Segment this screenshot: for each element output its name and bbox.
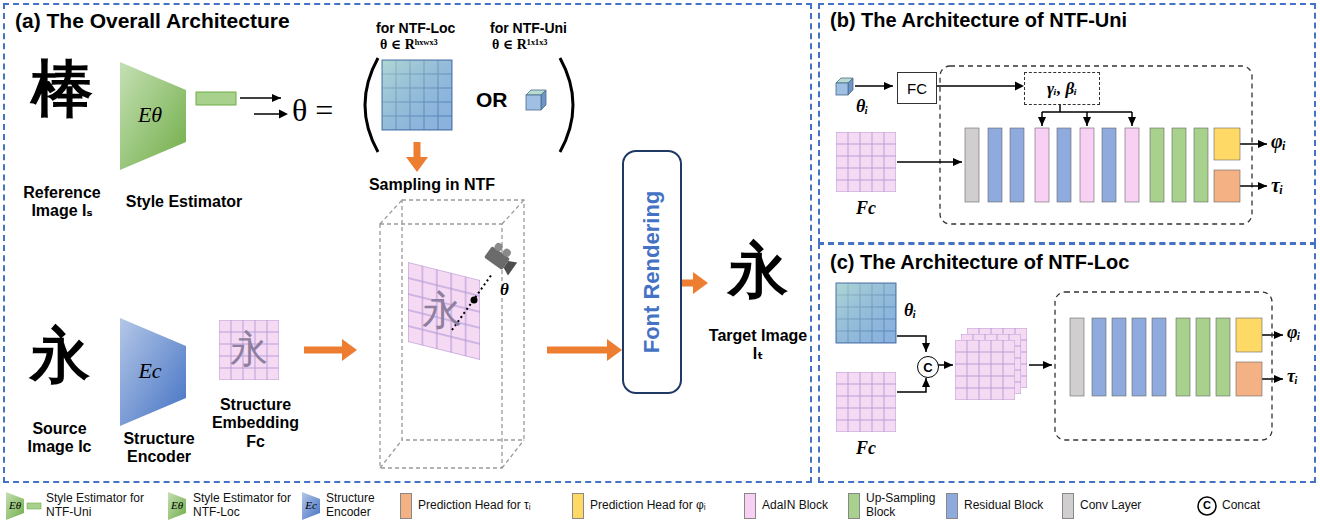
label: Ec (300, 499, 322, 512)
node-text: C (923, 361, 932, 374)
legend-text: Up-Sampling Block (866, 490, 940, 522)
legend-text: Conv Layer (1080, 490, 1160, 522)
legend-swatch (946, 493, 958, 519)
label: φᵢ (1271, 130, 1286, 153)
node-text: Source Image Ic (12, 420, 107, 457)
structure-encoder: EcStructure Encoder (114, 314, 204, 469)
panel: (a) The Overall Architecture 棒 Reference I… (3, 3, 812, 483)
legend-text: AdaIN Block (762, 490, 842, 522)
label: τᵢ (1287, 366, 1298, 387)
node-text: (a) The Overall Architecture (15, 9, 435, 33)
node-text: Structure Encoder (114, 430, 204, 467)
legend-swatch (572, 493, 584, 519)
node-text: FC (907, 81, 927, 96)
label: φᵢ (1287, 322, 1301, 343)
node-text: Eθ (126, 102, 174, 127)
legend-text: Style Estimator for NTF-Uni (46, 490, 156, 522)
label: OR (476, 88, 508, 112)
label: Fc (856, 438, 876, 459)
node-text: θ = (292, 92, 362, 129)
label: θ ∈ R¹ˣ¹ˣ³ (492, 37, 547, 53)
label: θ (500, 280, 509, 300)
label: for NTF-Loc (376, 20, 455, 36)
label: for NTF-Uni (490, 20, 567, 36)
node-text: (b) The Architecture of NTF-Uni (830, 9, 1300, 32)
legend-text: Prediction Head for φᵢ (590, 490, 735, 522)
connector (406, 142, 428, 172)
panel: (c) The Architecture of NTF-LocC (818, 243, 1316, 483)
node-text: Style Estimator (114, 193, 254, 211)
glyph: 棒 (12, 54, 112, 125)
label: C (1200, 499, 1214, 512)
node-text: γᵢ, βᵢ (1047, 80, 1077, 97)
reference-image: 棒 Reference Image Iₛ (12, 52, 112, 232)
concat: C (917, 356, 939, 378)
label: θᵢ (856, 96, 868, 117)
node-text: Reference Image Iₛ (12, 184, 112, 221)
panel: (b) The Architecture of NTF-UniFC γᵢ, βᵢ (818, 3, 1316, 244)
node-text: Structure Embedding Fc (207, 396, 304, 451)
legend-text: Concat (1222, 490, 1282, 522)
label: τᵢ (1271, 174, 1283, 197)
legend-swatch (400, 493, 412, 519)
node-text: Ec (126, 358, 174, 383)
connector (547, 339, 622, 361)
legend-swatch (1062, 493, 1074, 519)
node-text: Sampling in NTF (357, 176, 507, 194)
font-rendering: Font Rendering (622, 150, 682, 394)
fc-layer: FC (897, 72, 937, 104)
label: θ ∈ Rʰˣʷˣ³ (380, 37, 438, 53)
legend-text: Structure Encoder (326, 490, 394, 522)
connector (682, 272, 708, 294)
glyph: 永 (12, 322, 107, 391)
target-image: 永 Target Image Iₜ (708, 237, 808, 372)
legend-text: Prediction Head for τᵢ (418, 490, 563, 522)
legend-swatch (744, 493, 756, 519)
label: 永 (230, 328, 268, 372)
node-text: (c) The Architecture of NTF-Loc (830, 251, 1300, 274)
node-text: Target Image Iₜ (708, 327, 808, 364)
connector (937, 82, 1024, 91)
legend-text: Residual Block (964, 490, 1056, 522)
style-estimator: EθStyle Estimator (114, 58, 254, 223)
adain-params: γᵢ, βᵢ (1024, 72, 1100, 105)
label: Eθ (4, 499, 26, 512)
legend-text: Style Estimator for NTF-Loc (193, 490, 299, 522)
label: 永 (422, 288, 462, 334)
connector (254, 110, 288, 119)
label: Fc (856, 198, 876, 219)
legend-swatch (848, 493, 860, 519)
label: θᵢ (904, 300, 916, 321)
glyph: 永 (708, 237, 808, 306)
node-text: Font Rendering (637, 152, 667, 392)
label: Eθ (166, 499, 188, 512)
source-image: 永 Source Image Ic (12, 320, 107, 468)
connector (304, 339, 357, 361)
